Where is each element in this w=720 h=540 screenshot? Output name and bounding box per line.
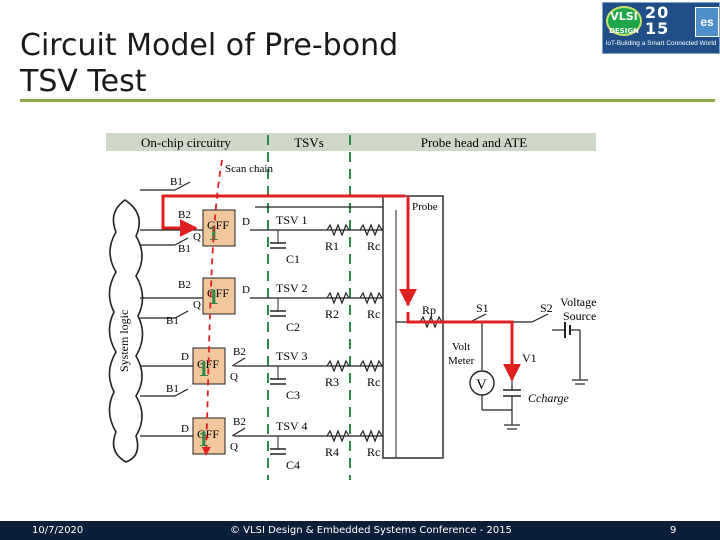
logo-brand-top: VLSI <box>610 10 638 23</box>
logic-wires <box>140 181 246 437</box>
logo-brand-bottom: DESIGN <box>609 27 639 35</box>
b2-row1: B2 <box>178 209 191 221</box>
rc1-label: Rc <box>367 239 380 253</box>
resistor-r2 <box>326 291 350 305</box>
ccharge-label: Ccharge <box>528 391 570 405</box>
b1-top: B1 <box>170 176 183 188</box>
tsv-1-label: TSV 1 <box>276 213 307 227</box>
voltage-source-label-2: Source <box>563 309 596 323</box>
logo-es-badge: es <box>695 7 719 37</box>
voltage-source-label-1: Voltage <box>560 295 596 309</box>
system-logic-cloud <box>108 199 144 463</box>
ff1-bit: 1 <box>208 220 219 245</box>
footer-conference: © VLSI Design & Embedded Systems Confere… <box>230 525 512 536</box>
b1-row2: B1 <box>166 315 179 327</box>
volt-meter-label-1: Volt <box>452 341 470 353</box>
tsv-test-circuit-diagram: On-chip circuitry TSVs Probe head and AT… <box>106 133 596 480</box>
switch-s2 <box>531 313 549 323</box>
tsv-3-label: TSV 3 <box>276 349 307 363</box>
test-path-arrows <box>161 194 521 382</box>
resistor-rc4 <box>359 429 383 443</box>
title-line-2: TSV Test <box>20 64 147 99</box>
r2-label: R2 <box>325 307 339 321</box>
v1-label: V1 <box>522 351 537 365</box>
resistor-r3 <box>326 359 350 373</box>
ff1-q: Q <box>193 231 201 243</box>
ff1-d: D <box>242 216 250 228</box>
tsv-row-3: TSV 3 R3 Rc C3 <box>234 349 383 402</box>
resistor-r1 <box>326 223 350 237</box>
ff4-q: Q <box>230 441 238 453</box>
s2-label: S2 <box>540 301 553 315</box>
logo-year-top: 20 <box>645 3 670 22</box>
r4-label: R4 <box>325 445 339 459</box>
vlsi-logo-icon: VLSI DESIGN <box>606 6 642 36</box>
system-logic-label: System logic <box>117 310 131 372</box>
r1-label: R1 <box>325 239 339 253</box>
c4-label: C4 <box>286 458 300 472</box>
flipflop-3: GFF D Q 1 <box>181 347 238 385</box>
ff2-bit: 1 <box>208 284 219 309</box>
header-tsvs: TSVs <box>294 135 324 150</box>
conference-logo: VLSI DESIGN 20 15 es IoT-Building a Smar… <box>602 2 720 54</box>
resistor-rc1 <box>359 223 383 237</box>
b1-row3: B1 <box>166 383 179 395</box>
slide-title: Circuit Model of Pre-bond TSV Test <box>20 28 540 100</box>
ff4-label: GFF <box>197 427 219 441</box>
ff4-bit: 1 <box>198 426 209 451</box>
resistor-rc2 <box>359 291 383 305</box>
tsv-row-2: TSV 2 R2 Rc C2 <box>250 281 383 334</box>
arrow-scan-path <box>161 194 405 237</box>
logo-year-bottom: 15 <box>645 19 670 38</box>
bypass-labels: B1 B2 B1 B2 B1 B2 B1 B2 <box>166 176 246 428</box>
logo-tagline: IoT-Building a Smart Connected World <box>605 40 717 47</box>
resistor-rp <box>396 315 470 329</box>
title-line-1: Circuit Model of Pre-bond <box>20 28 399 63</box>
c1-label: C1 <box>286 252 300 266</box>
rc3-label: Rc <box>367 375 380 389</box>
tsv-row-4: TSV 4 R4 Rc C4 <box>234 419 383 472</box>
volt-meter-label-2: Meter <box>448 355 475 367</box>
rc4-label: Rc <box>367 445 380 459</box>
probe-label: Probe <box>412 201 438 213</box>
tsv-4-label: TSV 4 <box>276 419 307 433</box>
rp-label: Rp <box>422 303 436 317</box>
flipflop-1: GFF D Q 1 <box>193 209 250 247</box>
ff3-d: D <box>181 351 189 363</box>
footer-date: 10/7/2020 <box>32 525 84 536</box>
ff3-label: GFF <box>197 357 219 371</box>
scan-chain-label-1: Scan chain <box>225 163 273 175</box>
b2-row4: B2 <box>233 416 246 428</box>
slide-footer: 10/7/2020 © VLSI Design & Embedded Syste… <box>0 521 720 540</box>
title-divider <box>20 99 715 102</box>
ff2-q: Q <box>193 299 201 311</box>
meter-symbol: V <box>476 377 487 393</box>
probe-head <box>382 195 444 459</box>
tsv-row-1: TSV 1 R1 Rc C1 <box>250 213 383 266</box>
b2-row3: B2 <box>233 346 246 358</box>
ff4-d: D <box>181 423 189 435</box>
c3-label: C3 <box>286 388 300 402</box>
ff2-label: GFF <box>207 286 229 300</box>
c2-label: C2 <box>286 320 300 334</box>
footer-page-number: 9 <box>670 525 677 536</box>
r3-label: R3 <box>325 375 339 389</box>
arrow-charge-path <box>406 312 521 382</box>
header-onchip: On-chip circuitry <box>141 135 231 150</box>
resistor-rc3 <box>359 359 383 373</box>
header-probe: Probe head and ATE <box>421 135 528 150</box>
ff3-bit: 1 <box>198 356 209 381</box>
ff3-q: Q <box>230 371 238 383</box>
resistor-r4 <box>326 429 350 443</box>
b2-row2: B2 <box>178 279 191 291</box>
rc2-label: Rc <box>367 307 380 321</box>
b1-row1: B1 <box>178 243 191 255</box>
ff2-d: D <box>242 284 250 296</box>
tsv-2-label: TSV 2 <box>276 281 307 295</box>
s1-label: S1 <box>476 301 489 315</box>
flipflop-2: GFF D Q 1 <box>193 277 250 315</box>
flipflop-4: GFF D Q 1 <box>181 417 238 455</box>
ff1-label: GFF <box>207 218 229 232</box>
